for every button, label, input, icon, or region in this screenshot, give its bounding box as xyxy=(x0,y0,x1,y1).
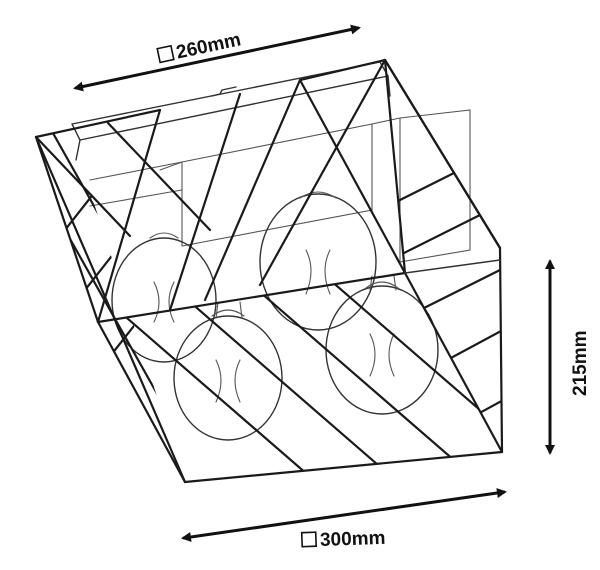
cage-front-bars xyxy=(98,273,502,482)
cage-top-bars xyxy=(34,58,502,324)
bulb-front-right xyxy=(325,275,439,415)
bottom-dimension-arrow xyxy=(181,488,507,542)
bottom-dimension: 300mm xyxy=(181,488,507,551)
height-dimension: 215mm xyxy=(545,259,591,455)
square-outline-icon xyxy=(300,531,318,548)
bulb-front-left xyxy=(173,301,283,441)
bottom-width-label: 300mm xyxy=(320,528,386,551)
square-outline-icon xyxy=(156,44,175,64)
top-dimension-arrow xyxy=(73,24,361,92)
cage-right-bars xyxy=(385,138,502,442)
light-bulbs xyxy=(111,191,439,441)
top-dimension: 260mm xyxy=(73,24,361,92)
bulb-back-left xyxy=(111,232,217,363)
cage-frame xyxy=(34,58,504,484)
ceiling-plate xyxy=(71,61,471,263)
height-label: 215mm xyxy=(570,331,591,397)
bulb-back-right xyxy=(259,191,377,331)
